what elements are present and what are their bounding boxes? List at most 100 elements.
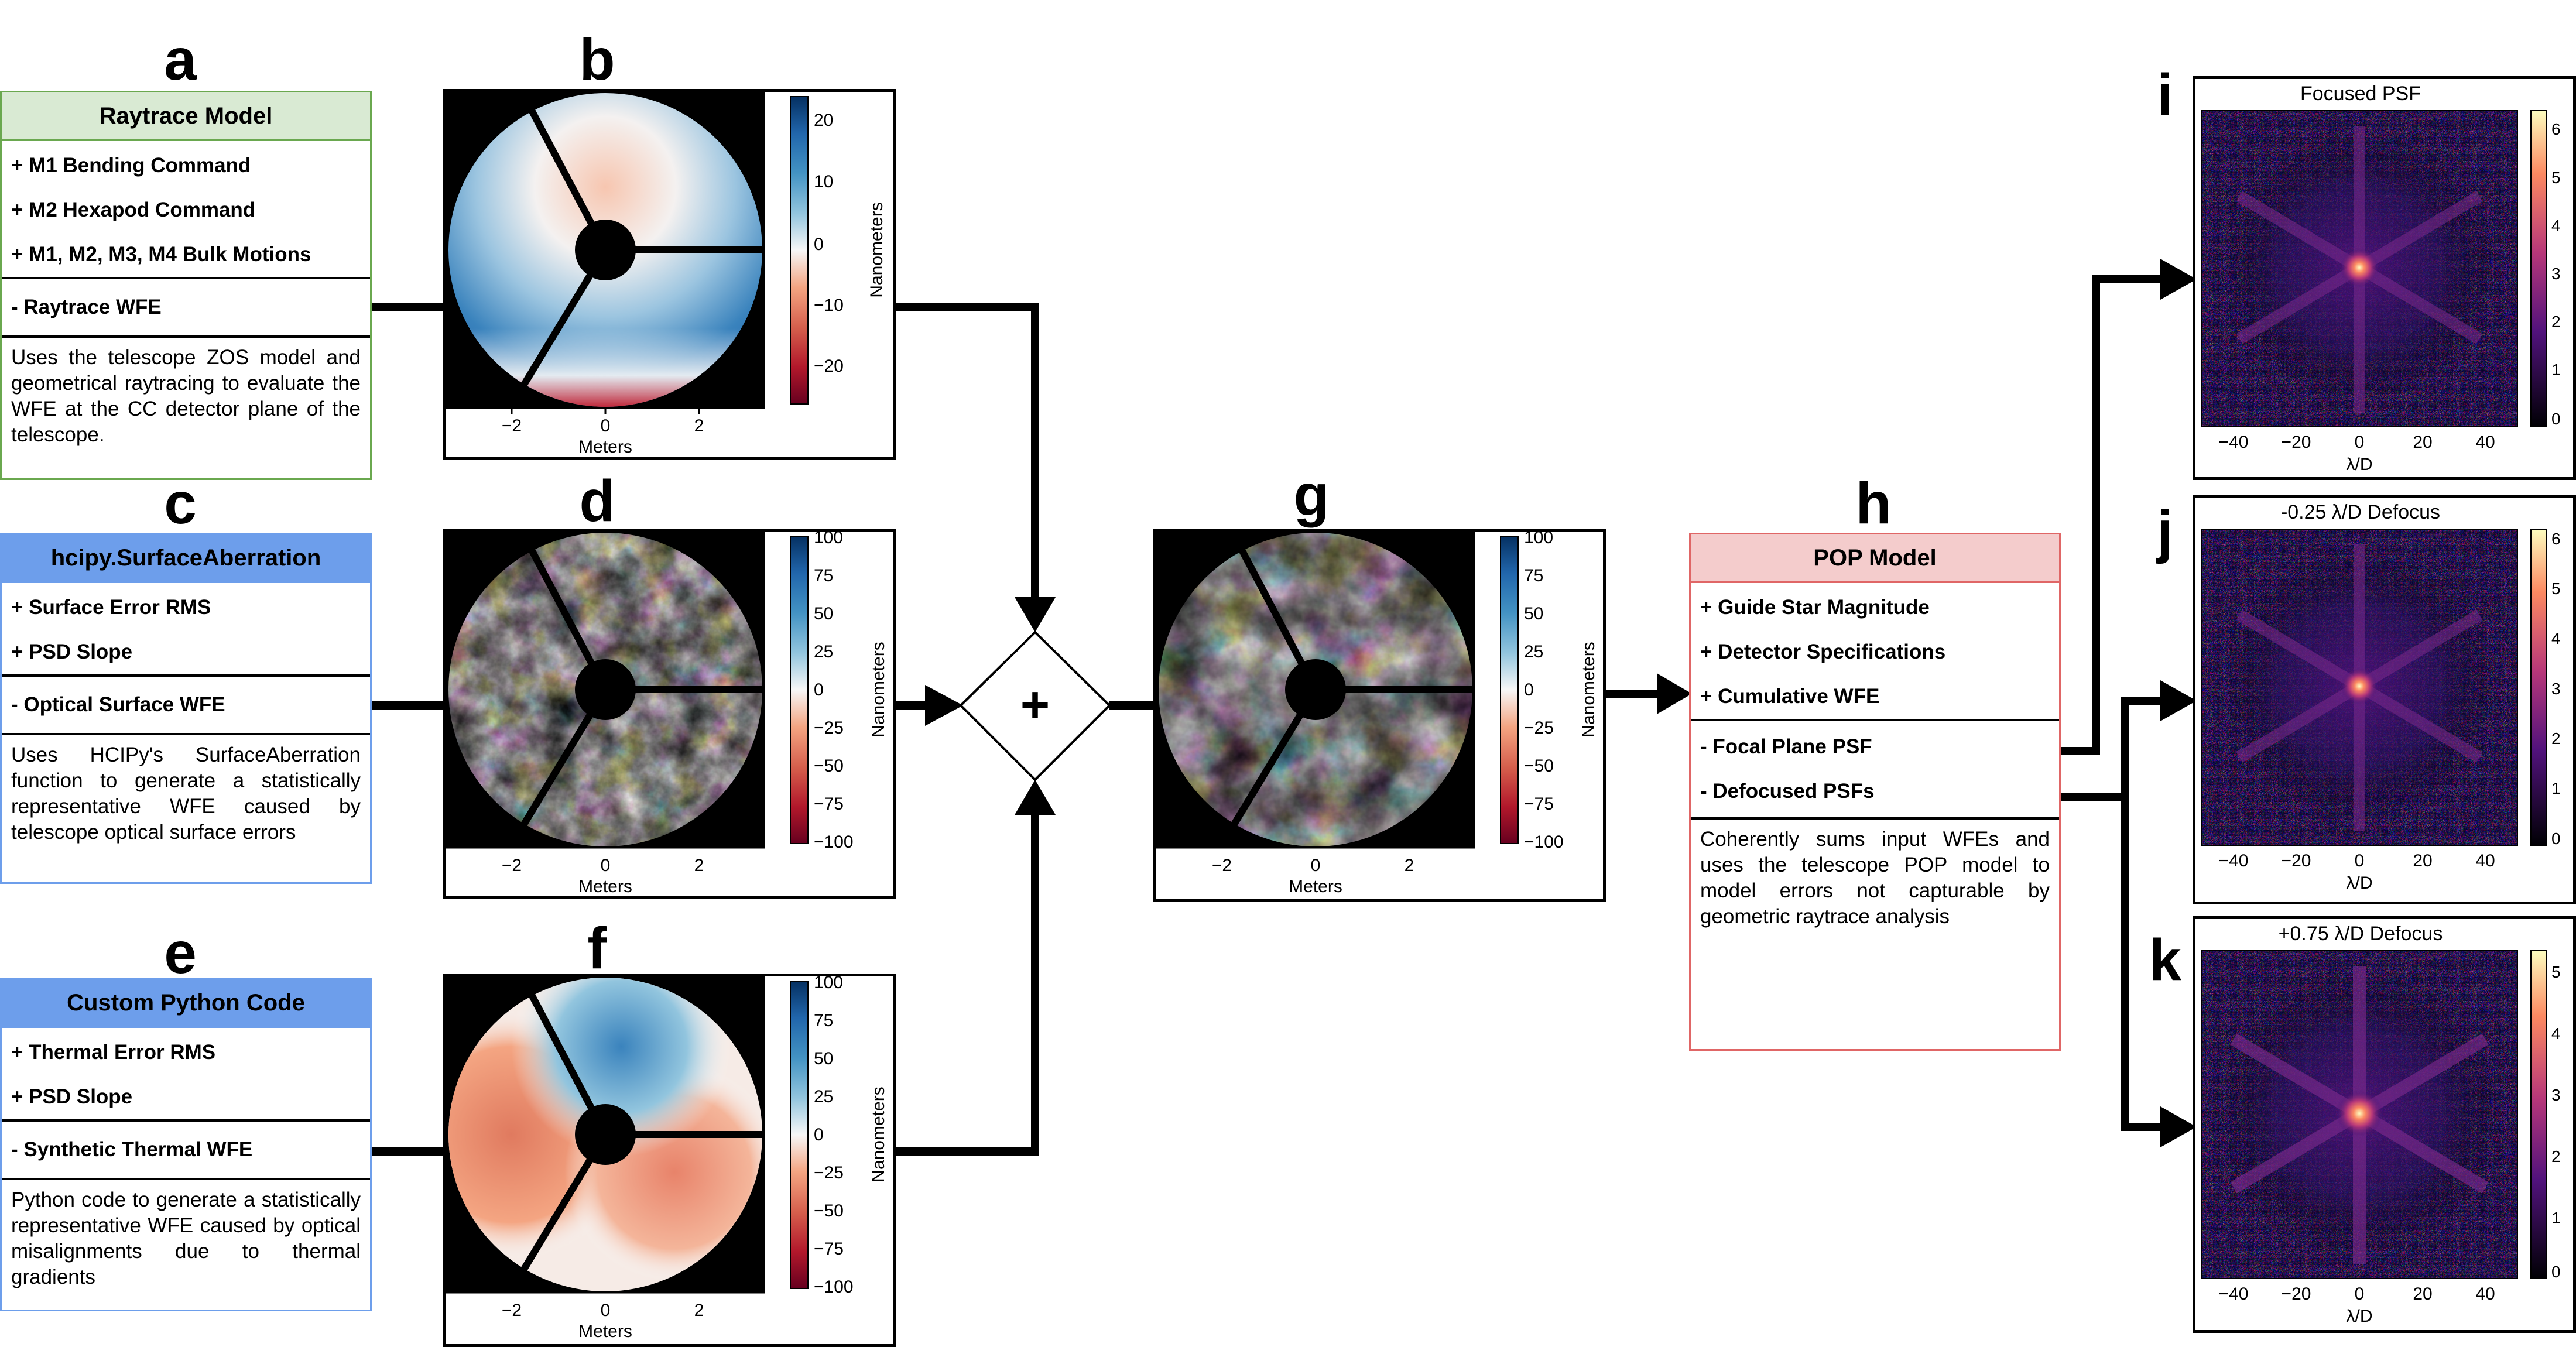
connector-b-sum xyxy=(895,303,1039,603)
divider xyxy=(2,1178,370,1180)
x-tick-label: −40 xyxy=(2219,851,2249,870)
x-tick-label: 2 xyxy=(694,856,704,875)
x-ticks: −2 0 2 xyxy=(1212,856,1414,875)
colorbar xyxy=(2530,529,2547,846)
colorbar-label: Nanometers xyxy=(867,202,886,297)
colorbar-tick-label: 50 xyxy=(814,1049,833,1068)
colorbar-tick-label: 5 xyxy=(2551,963,2561,981)
x-ticks: −2 0 2 xyxy=(502,408,704,436)
colorbar xyxy=(2530,950,2547,1279)
connector-h-k xyxy=(2121,797,2166,1131)
x-tick-label: 40 xyxy=(2475,1284,2495,1304)
colorbar-tick-label: −25 xyxy=(814,718,844,738)
x-tick-label: 20 xyxy=(2413,433,2432,452)
x-tick-label: 2 xyxy=(1405,856,1414,875)
pop-output: - Defocused PSFs xyxy=(1700,780,1875,803)
colorbar-tick-label: −75 xyxy=(814,1239,844,1259)
label-g: g xyxy=(1293,462,1330,528)
colorbar xyxy=(790,981,809,1289)
colorbar-tick-label: 0 xyxy=(1524,680,1534,700)
colorbar-tick-label: 100 xyxy=(1524,532,1553,547)
x-tick-label: −2 xyxy=(502,416,522,436)
custom-output: - Synthetic Thermal WFE xyxy=(11,1138,253,1161)
x-tick-label: 0 xyxy=(601,856,611,875)
divider xyxy=(2,277,370,279)
psf-image xyxy=(2201,529,2517,845)
x-tick-label: −2 xyxy=(502,1301,522,1320)
psf-focused: Focused PSF −40 −20 0 20 40 λ/D 6 5 4 xyxy=(2193,76,2576,480)
x-tick-label: 0 xyxy=(2355,851,2365,870)
x-axis-label: Meters xyxy=(1289,877,1342,896)
raytrace-output: - Raytrace WFE xyxy=(11,296,162,318)
raytrace-description: Uses the telescope ZOS model and geometr… xyxy=(11,346,361,446)
connector-h-j xyxy=(2060,697,2166,801)
label-i: i xyxy=(2157,62,2173,128)
x-tick-label: 2 xyxy=(694,1301,704,1320)
psf-title: -0.25 λ/D Defocus xyxy=(2281,501,2440,523)
colorbar-tick-label: 75 xyxy=(814,566,833,585)
psf-defocus-plus: +0.75 λ/D Defocus −40 −20 0 20 40 λ/D 5 … xyxy=(2193,916,2576,1333)
raytrace-input: + M1, M2, M3, M4 Bulk Motions xyxy=(11,243,311,266)
central-obscuration xyxy=(575,1104,636,1165)
colorbar-tick-label: 25 xyxy=(814,1087,833,1106)
custom-description: Python code to generate a statistically … xyxy=(11,1188,361,1288)
arrowhead-f-sum xyxy=(1015,780,1056,815)
colorbar-tick-label: 0 xyxy=(2551,410,2561,428)
x-tick-label: −40 xyxy=(2219,433,2249,452)
label-h: h xyxy=(1855,471,1892,536)
x-axis-label: Meters xyxy=(578,437,632,457)
x-ticks: −2 0 2 xyxy=(502,1301,704,1320)
psf-defocus-minus: -0.25 λ/D Defocus −40 −20 0 20 40 λ/D 6 … xyxy=(2193,495,2576,904)
x-tick-label: 2 xyxy=(694,416,704,436)
colorbar-tick-label: −25 xyxy=(814,1163,844,1183)
divider xyxy=(2,674,370,677)
colorbar-ticks: 20 10 0 −10 −20 xyxy=(814,111,844,376)
colorbar-tick-label: 4 xyxy=(2551,629,2561,647)
central-obscuration xyxy=(1285,659,1346,720)
x-tick-label: 0 xyxy=(2355,433,2365,452)
colorbar-tick-label: 10 xyxy=(814,172,833,191)
colorbar-tick-label: −50 xyxy=(814,756,844,776)
colorbar-tick-label: 0 xyxy=(2551,830,2561,848)
hcipy-title: hcipy.SurfaceAberration xyxy=(2,534,370,583)
x-tick-label: 40 xyxy=(2475,433,2495,452)
label-d: d xyxy=(579,468,615,534)
psf-frame xyxy=(2201,529,2518,846)
pop-description: Coherently sums input WFEs and uses the … xyxy=(1700,828,2050,928)
colorbar-tick-label: 100 xyxy=(814,976,843,992)
x-ticks: −40 −20 0 20 40 xyxy=(2219,851,2495,870)
colorbar-tick-label: 6 xyxy=(2551,120,2561,138)
label-e: e xyxy=(164,920,197,986)
x-tick-label: −40 xyxy=(2219,1284,2249,1304)
label-c: c xyxy=(164,471,197,536)
label-k: k xyxy=(2149,927,2181,993)
x-tick-label: 40 xyxy=(2475,851,2495,870)
colorbar-tick-label: 4 xyxy=(2551,217,2561,235)
wfe-map-raytrace: −2 0 2 Meters 20 10 0 −10 −20 Nanometers xyxy=(443,89,896,460)
colorbar-ticks: 5 4 3 2 1 0 xyxy=(2551,963,2561,1281)
colorbar-tick-label: 5 xyxy=(2551,580,2561,598)
arrowhead-d-sum xyxy=(925,685,963,726)
divider xyxy=(2,1119,370,1122)
colorbar xyxy=(2530,110,2547,427)
x-axis-label: Meters xyxy=(578,1322,632,1341)
colorbar-ticks: 6 5 4 3 2 1 0 xyxy=(2551,530,2561,848)
wfe-map-optical-surface: −2 0 2 Meters 100 75 50 25 0 −25 −50 −75… xyxy=(443,528,896,899)
x-axis-label: Meters xyxy=(578,877,632,896)
arrowhead-b-sum xyxy=(1015,597,1056,632)
colorbar-ticks: 100 75 50 25 0 −25 −50 −75 −100 xyxy=(1524,528,1564,852)
pop-model-card: POP Model + Guide Star Magnitude + Detec… xyxy=(1689,533,2061,1051)
colorbar-tick-label: −75 xyxy=(814,794,844,814)
colorbar-tick-label: 75 xyxy=(814,1011,833,1030)
divider xyxy=(2,733,370,735)
colorbar-tick-label: 1 xyxy=(2551,361,2561,379)
psf-title: Focused PSF xyxy=(2300,83,2421,105)
connector-f-sum xyxy=(895,808,1039,1156)
colorbar-tick-label: 0 xyxy=(814,680,824,700)
colorbar-tick-label: 0 xyxy=(814,235,824,254)
wfe-map-cumulative: −2 0 2 Meters 100 75 50 25 0 −25 −50 −75… xyxy=(1153,528,1606,902)
x-axis-label: λ/D xyxy=(2347,1307,2373,1326)
colorbar-tick-label: 25 xyxy=(1524,642,1543,661)
label-b: b xyxy=(579,27,615,92)
x-tick-label: 0 xyxy=(2355,1284,2365,1304)
